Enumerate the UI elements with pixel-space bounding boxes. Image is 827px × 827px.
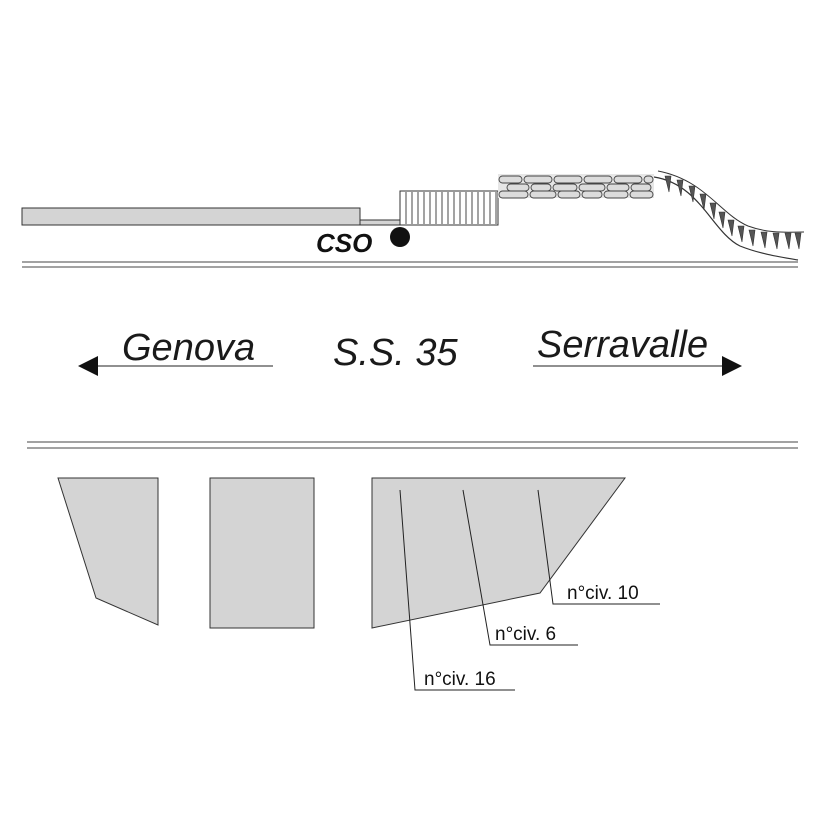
arrow-left-icon bbox=[78, 356, 98, 376]
label-civ-10: n°civ. 10 bbox=[567, 583, 639, 604]
label-serravalle: Serravalle bbox=[537, 324, 708, 366]
leader-civ-6 bbox=[462, 489, 578, 646]
label-genova: Genova bbox=[122, 327, 255, 369]
road-edge-bottom bbox=[27, 441, 798, 449]
label-road: S.S. 35 bbox=[333, 332, 458, 374]
building-left bbox=[57, 477, 159, 626]
road-edge-top bbox=[22, 261, 798, 268]
cso-marker bbox=[390, 227, 410, 247]
leader-civ-10 bbox=[537, 489, 660, 605]
building-middle bbox=[209, 477, 315, 629]
label-civ-16: n°civ. 16 bbox=[424, 669, 496, 690]
hatched-wall bbox=[399, 190, 499, 226]
sidewalk-strip bbox=[21, 207, 361, 226]
stone-wall bbox=[498, 174, 654, 199]
cso-label: CSO bbox=[316, 228, 372, 258]
label-civ-6: n°civ. 6 bbox=[495, 624, 556, 645]
building-right bbox=[371, 477, 626, 629]
embankment-slope bbox=[653, 170, 805, 261]
step-strip bbox=[359, 219, 401, 226]
leader-civ-16 bbox=[399, 489, 515, 691]
arrow-right-icon bbox=[722, 356, 742, 376]
